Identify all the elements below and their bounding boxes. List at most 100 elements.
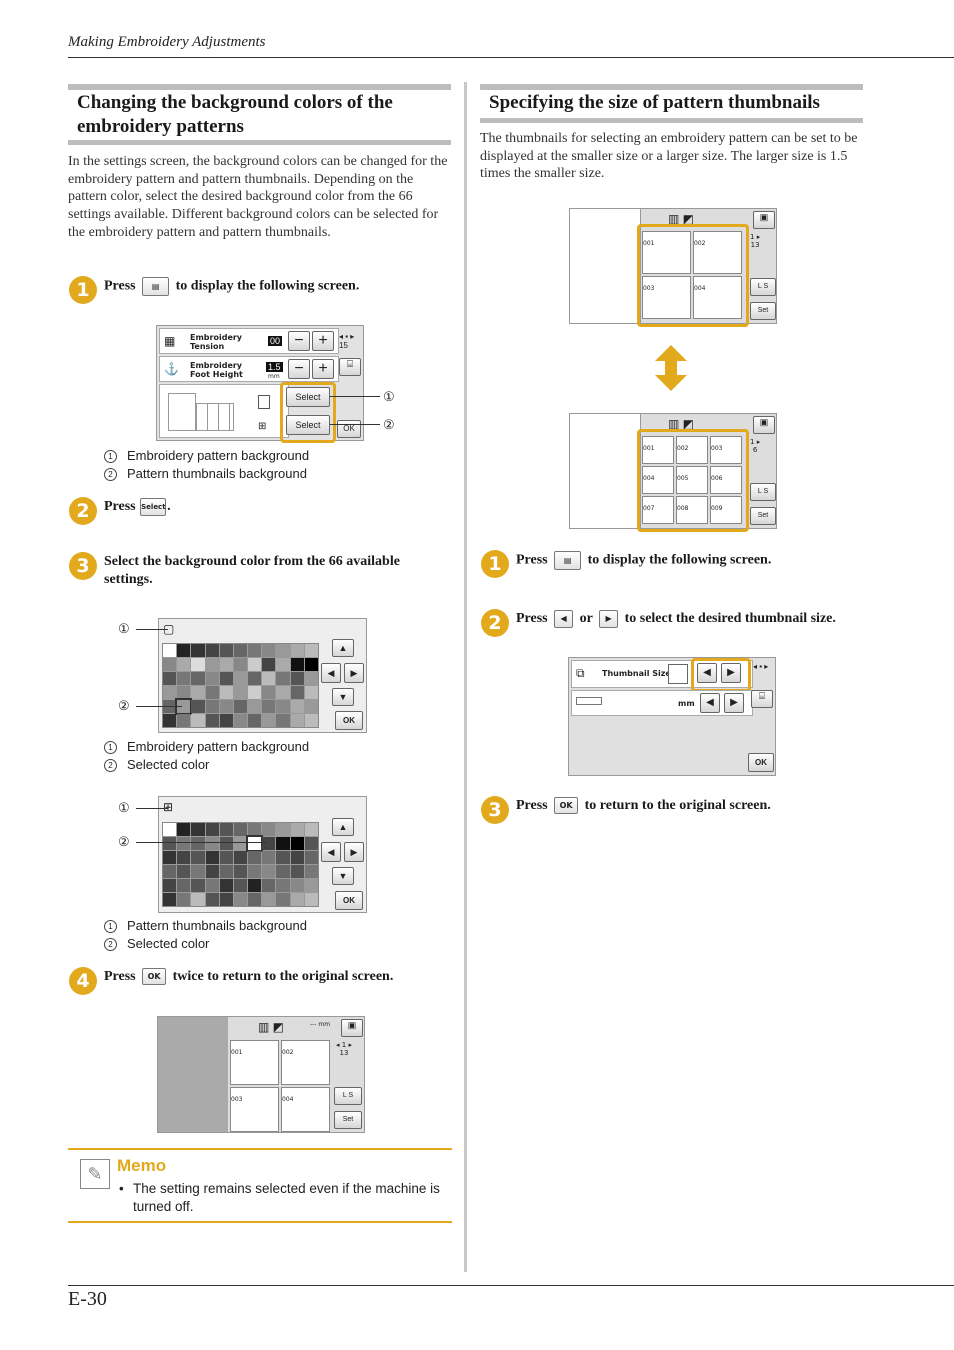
color-grid[interactable] [162, 643, 319, 728]
title-line: Changing the background colors of the [77, 92, 393, 113]
arrow-up-button[interactable]: ▲ [332, 818, 354, 836]
column-divider [464, 82, 467, 1272]
callout-highlight [280, 382, 336, 443]
ok-button[interactable]: OK [748, 753, 774, 772]
step-1-text: Press ▤ to display the following screen. [104, 277, 359, 296]
set-button[interactable]: Set [750, 507, 776, 525]
thumbnail[interactable]: 005 [676, 466, 708, 494]
select-key-icon: Select [140, 498, 167, 516]
step-number: 2 [69, 497, 97, 525]
thumbnail[interactable]: 004 [642, 466, 674, 494]
pattern-select-screen-large: ▥ ◩ ▣ 001 002 003 004 1 ▸13 L S Set [569, 208, 777, 327]
plus-button[interactable]: + [312, 331, 334, 351]
thumbnail[interactable]: 001 [230, 1040, 279, 1085]
ok-key-icon: OK [142, 968, 167, 986]
thumbnail-grid: 001 002 003 004 [230, 1040, 330, 1132]
ok-button[interactable]: OK [335, 891, 363, 910]
ok-button[interactable]: OK [335, 711, 363, 730]
minus-button[interactable]: − [288, 331, 310, 351]
thumbnail-grid: 001 002 003 004 [642, 231, 742, 319]
page-indicator: ◂ ▪ ▸15 [339, 332, 355, 350]
arrow-down-button[interactable]: ▼ [332, 688, 354, 706]
arrow-right-button[interactable]: ▶ [721, 663, 741, 683]
header-rule [68, 57, 954, 58]
callout-number: ② [383, 417, 395, 432]
ok-button[interactable]: OK [337, 420, 361, 438]
color-picker-screen: ⊞ ▲ ◀ ▶ ▼ OK [158, 796, 367, 913]
left-arrow-key-icon: ◀ [554, 610, 574, 628]
color-picker-screen: ▢ ▲ ◀ ▶ ▼ OK [158, 618, 367, 733]
thumbnail[interactable]: 004 [693, 276, 742, 319]
settings-key-icon: ▤ [554, 551, 582, 570]
machine-icon[interactable]: ⌸ [339, 358, 361, 376]
memo-pencil-icon: ✎ [80, 1159, 110, 1189]
right-arrow-key-icon: ▶ [599, 610, 619, 628]
thumbnail[interactable]: 003 [230, 1087, 279, 1132]
select-thumb-bg-button[interactable]: Select [286, 415, 330, 435]
set-button[interactable]: Set [750, 302, 776, 320]
machine-icon[interactable]: ▣ [753, 416, 775, 434]
thumbnail[interactable]: 001 [642, 436, 674, 464]
page-indicator: 1 ▸13 [750, 233, 761, 249]
size-toggle-button[interactable]: L S [750, 278, 776, 296]
callout-number: ① [118, 621, 130, 636]
thumbnail-size-screen: ⧉ Thumbnail Size ◀ ▶ ◂ ▪ ▸ mm ◀ ▶ ⌸ OK [568, 657, 776, 776]
arrow-left-button[interactable]: ◀ [697, 663, 717, 683]
ok-key-icon: OK [554, 797, 579, 815]
page-indicator: ◂ 1 ▸13 [336, 1041, 352, 1057]
arrow-right-button[interactable]: ▶ [344, 842, 364, 862]
thumbnail[interactable]: 007 [642, 496, 674, 524]
thumbnail[interactable]: 002 [676, 436, 708, 464]
thumbnail[interactable]: 002 [281, 1040, 330, 1085]
pattern-preview [158, 1017, 228, 1132]
thumbnail[interactable]: 008 [676, 496, 708, 524]
arrow-left-button[interactable]: ◀ [700, 693, 720, 713]
arrow-right-button[interactable]: ▶ [344, 663, 364, 683]
arrow-right-button[interactable]: ▶ [724, 693, 744, 713]
thumbnail[interactable]: 002 [693, 231, 742, 274]
step-number: 1 [481, 550, 509, 578]
double-arrow-icon [653, 345, 689, 391]
foot-height-row: ⚓ Embroidery Foot Height 1.5 mm − + [159, 356, 339, 382]
machine-icon[interactable]: ▣ [753, 211, 775, 229]
size-preview-box [668, 664, 688, 684]
settings-screen: ▦ Embroidery Tension 00 − + ◂ ▪ ▸15 ⚓ Em… [156, 325, 364, 443]
settings-key-icon: ▤ [142, 277, 170, 296]
arrow-left-button[interactable]: ◀ [321, 842, 341, 862]
arrow-up-button[interactable]: ▲ [332, 639, 354, 657]
pattern-bg-icon: ▢ [163, 622, 175, 636]
callout-number: ② [118, 834, 130, 849]
pattern-preview [570, 209, 641, 323]
set-button[interactable]: Set [334, 1111, 362, 1129]
pattern-preview [570, 414, 641, 528]
section-bar-bottom [480, 118, 863, 123]
size-toggle-button[interactable]: L S [334, 1087, 362, 1105]
section-bar-top [480, 84, 863, 90]
size-toggle-button[interactable]: L S [750, 483, 776, 501]
thumbnail[interactable]: 003 [642, 276, 691, 319]
step-number: 3 [69, 552, 97, 580]
tension-icon: ▦ [164, 334, 176, 348]
foot-height-value: 1.5 [266, 362, 283, 372]
thumbnail[interactable]: 006 [710, 466, 742, 494]
arrow-down-button[interactable]: ▼ [332, 867, 354, 885]
section-bar-top [68, 84, 451, 90]
arrow-left-button[interactable]: ◀ [321, 663, 341, 683]
footer-rule [68, 1285, 954, 1286]
thumbnail[interactable]: 003 [710, 436, 742, 464]
callout-highlight [637, 429, 749, 532]
machine-icon[interactable]: ⌸ [751, 690, 773, 708]
callout-number: ① [383, 389, 395, 404]
callout-number: ① [118, 800, 130, 815]
color-grid[interactable] [162, 822, 319, 907]
thumbnail[interactable]: 004 [281, 1087, 330, 1132]
thumbnail[interactable]: 001 [642, 231, 691, 274]
tension-row: ▦ Embroidery Tension 00 − + [159, 328, 339, 354]
minus-button[interactable]: − [288, 359, 310, 379]
select-pattern-bg-button[interactable]: Select [286, 387, 330, 407]
thumbnail-grid: 001 002 003 004 005 006 007 008 009 [642, 436, 742, 524]
plus-button[interactable]: + [312, 359, 334, 379]
thumbnail[interactable]: 009 [710, 496, 742, 524]
machine-icon[interactable]: ▣ [341, 1019, 363, 1037]
